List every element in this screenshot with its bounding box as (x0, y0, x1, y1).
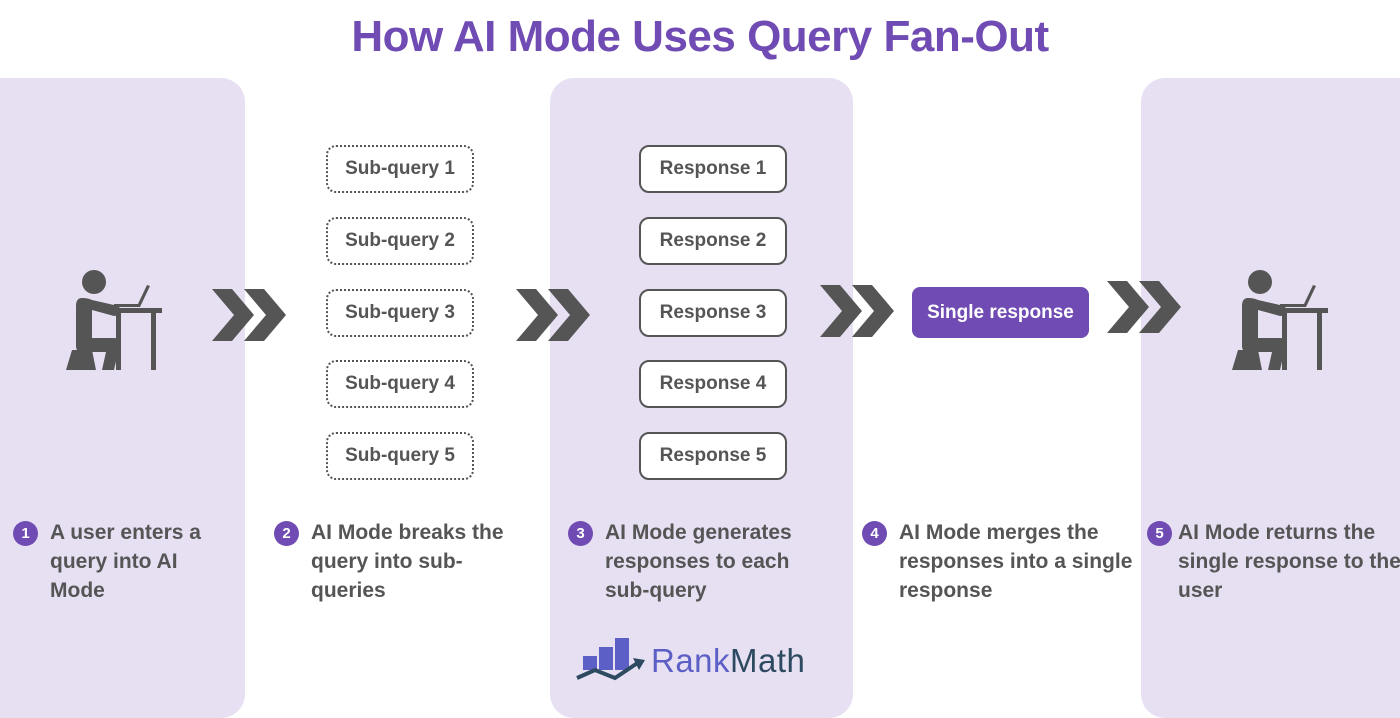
single-response-box: Single response (912, 287, 1089, 338)
response-box: Response 3 (639, 289, 787, 337)
sub-query-box: Sub-query 4 (326, 360, 474, 408)
sub-query-box: Sub-query 5 (326, 432, 474, 480)
step-4: 4 AI Mode merges the responses into a si… (862, 518, 1149, 605)
page-title: How AI Mode Uses Query Fan-Out (351, 12, 1049, 61)
response-box: Response 5 (639, 432, 787, 480)
person-at-laptop-icon (1232, 270, 1328, 370)
step-description: AI Mode breaks the query into sub-querie… (311, 521, 504, 602)
step-description: AI Mode merges the responses into a sing… (899, 521, 1133, 602)
sub-query-box: Sub-query 2 (326, 217, 474, 265)
double-chevron-right-icon (1107, 281, 1181, 333)
double-chevron-right-icon (820, 285, 894, 337)
step-description: A user enters a query into AI Mode (50, 521, 201, 602)
response-box: Response 2 (639, 217, 787, 265)
response-box: Response 4 (639, 360, 787, 408)
logo-text-rank: Rank (651, 642, 731, 679)
step-3: 3 AI Mode generates responses to each su… (568, 518, 820, 605)
step-number-badge: 4 (862, 521, 887, 546)
person-at-laptop-icon (66, 270, 162, 370)
step-description: AI Mode returns the single response to t… (1178, 521, 1400, 602)
logo-text-math: Math (730, 642, 806, 679)
step-5: 5 AI Mode returns the single response to… (1147, 518, 1400, 605)
response-box: Response 1 (639, 145, 787, 193)
sub-query-box: Sub-query 1 (326, 145, 474, 193)
step-number-badge: 1 (13, 521, 38, 546)
step-number-badge: 5 (1147, 521, 1172, 546)
step-number-badge: 3 (568, 521, 593, 546)
step-1: 1 A user enters a query into AI Mode (13, 518, 220, 605)
step-description: AI Mode generates responses to each sub-… (605, 521, 792, 602)
step-2: 2 AI Mode breaks the query into sub-quer… (274, 518, 511, 605)
double-chevron-right-icon (516, 289, 590, 341)
rankmath-chart-icon (576, 638, 645, 681)
panel-step-1 (0, 78, 245, 718)
panel-step-5 (1141, 78, 1400, 718)
double-chevron-right-icon (212, 289, 286, 341)
sub-query-box: Sub-query 3 (326, 289, 474, 337)
step-number-badge: 2 (274, 521, 299, 546)
